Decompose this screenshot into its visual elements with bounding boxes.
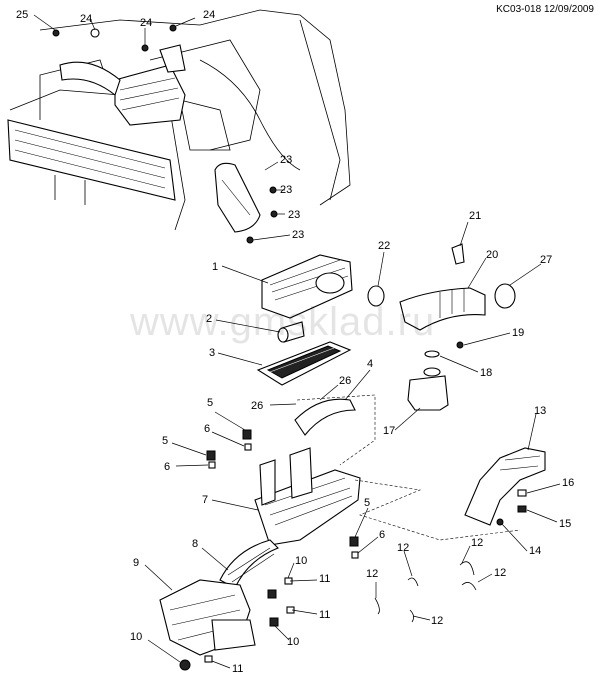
- callout-11: 11: [319, 573, 330, 585]
- fasteners: [204, 429, 477, 663]
- callout-14: 14: [529, 545, 541, 557]
- callout-1: 1: [212, 261, 218, 273]
- callout-12: 12: [366, 568, 378, 580]
- callout-23: 23: [288, 209, 300, 221]
- callout-27: 27: [540, 254, 552, 266]
- callout-26: 26: [251, 400, 263, 412]
- callout-10: 10: [287, 636, 299, 648]
- lower-resonator: [159, 579, 256, 671]
- callout-18: 18: [480, 367, 492, 379]
- callout-10: 10: [295, 555, 307, 567]
- callout-26: 26: [339, 375, 351, 387]
- callout-2: 2: [206, 313, 212, 325]
- callout-11: 11: [232, 663, 243, 675]
- callout-4: 4: [367, 358, 373, 370]
- vehicle-front-overview: [7, 9, 351, 244]
- callout-16: 16: [562, 477, 574, 489]
- callout-12: 12: [471, 537, 483, 549]
- callout-12: 12: [494, 567, 506, 579]
- intake-duct: [219, 539, 279, 589]
- diagram-reference-code: KC03-018 12/09/2009: [496, 4, 594, 15]
- callout-22: 22: [378, 240, 390, 252]
- air-filter-element: [256, 341, 352, 386]
- callout-6: 6: [379, 529, 385, 541]
- callout-6: 6: [204, 423, 210, 435]
- callout-12: 12: [431, 615, 443, 627]
- callout-13: 13: [534, 405, 546, 417]
- callout-11: 11: [319, 609, 330, 621]
- callout-12: 12: [397, 542, 409, 554]
- callout-23: 23: [280, 154, 292, 166]
- callout-23: 23: [280, 184, 292, 196]
- callout-7: 7: [202, 494, 208, 506]
- callout-24: 24: [80, 13, 92, 25]
- air-intake-snorkel: [464, 447, 546, 526]
- callout-labels: 25 24 24 24 23 23 23 23 21 22 20 27 1 2 …: [16, 9, 574, 675]
- callout-20: 20: [486, 249, 498, 261]
- air-cleaner-housing: [254, 398, 361, 546]
- callout-24: 24: [140, 17, 152, 29]
- callout-3: 3: [209, 347, 215, 359]
- callout-24: 24: [203, 9, 215, 21]
- callout-15: 15: [559, 518, 571, 530]
- outlet-duct-assembly: [367, 243, 516, 358]
- callout-10: 10: [130, 631, 142, 643]
- callout-23: 23: [292, 229, 304, 241]
- callout-25: 25: [16, 9, 28, 21]
- inlet-tube: [277, 321, 305, 343]
- resonator: [407, 367, 449, 411]
- callout-8: 8: [192, 538, 198, 550]
- callout-17: 17: [383, 425, 395, 437]
- callout-9: 9: [133, 557, 139, 569]
- callout-6: 6: [164, 461, 170, 473]
- duct-outline: [296, 394, 376, 466]
- callout-5: 5: [364, 497, 370, 509]
- callout-21: 21: [469, 210, 481, 222]
- air-cleaner-cover: [261, 254, 353, 319]
- callout-5: 5: [162, 435, 168, 447]
- callout-19: 19: [512, 327, 524, 339]
- routing-path: [354, 479, 521, 541]
- callout-5: 5: [207, 397, 213, 409]
